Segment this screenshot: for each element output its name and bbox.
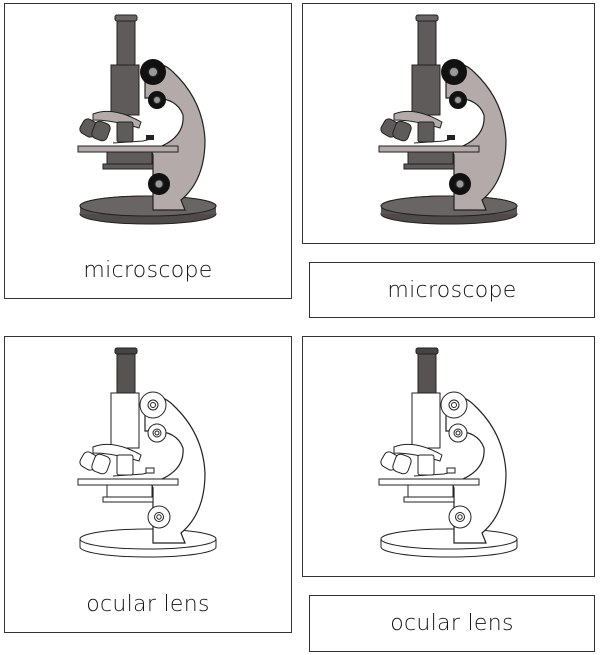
label-card-ocular-lens: ocular lens — [309, 595, 595, 652]
control-card-label: ocular lens — [86, 592, 210, 617]
microscope-icon — [73, 10, 223, 225]
microscope-icon — [374, 10, 524, 225]
label-card-text: microscope — [387, 277, 517, 303]
picture-card-microscope — [302, 3, 595, 244]
microscope-ocular-lens-icon — [374, 343, 524, 558]
label-card-text: ocular lens — [390, 611, 514, 636]
microscope-ocular-lens-icon — [73, 343, 223, 558]
control-card-microscope: microscope — [4, 3, 292, 299]
picture-card-ocular-lens — [302, 336, 595, 577]
control-card-label: microscope — [83, 258, 213, 283]
label-card-microscope: microscope — [309, 262, 595, 318]
control-card-ocular-lens: ocular lens — [4, 336, 292, 633]
